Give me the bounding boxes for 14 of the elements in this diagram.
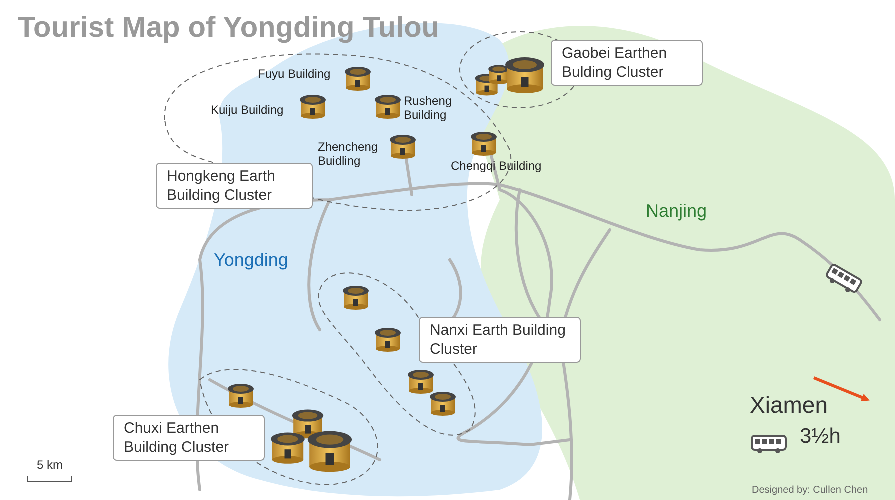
callout-box: Nanxi Earth Building Cluster [419,317,581,363]
city-label: Xiamen [750,398,828,412]
callout-box: Chuxi Earthen Building Cluster [113,415,265,461]
building-label: Zhencheng Buidling [318,140,380,168]
callout-box: Gaobei Earthen Bulding Cluster [551,40,703,86]
travel-time: 3½h [800,430,841,444]
designer-credit: Designed by: Cullen Chen [752,484,868,498]
scale-label: 5 km [37,458,64,472]
callout-box: Hongkeng Earth Building Cluster [156,163,313,209]
map-title: Tourist Map of Yongding Tulou [18,12,440,45]
building-label: Chengqi Building [451,159,542,173]
building-label: Rusheng Building [404,94,454,122]
building-label: Kuiju Building [211,103,284,117]
building-label: Fuyu Building [258,67,331,81]
